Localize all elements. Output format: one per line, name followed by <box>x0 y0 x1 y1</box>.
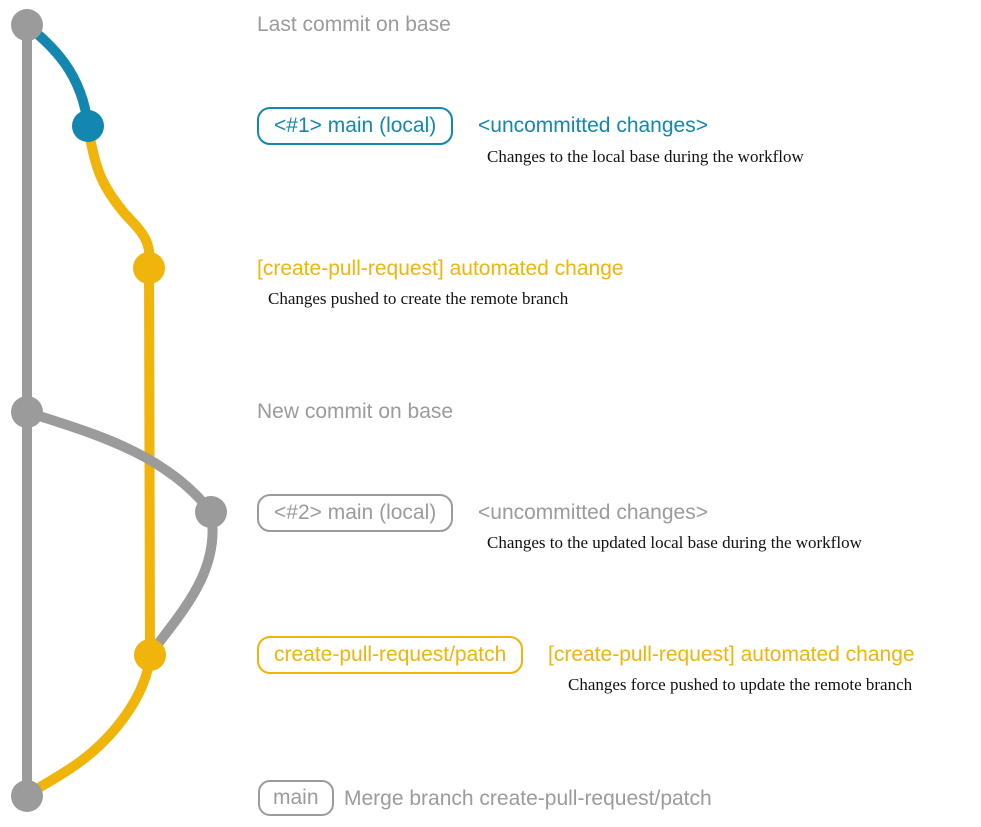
badge-main-local-1: <#1> main (local) <box>257 107 454 145</box>
commit-node-merge <box>11 780 43 812</box>
desc-push-1: Changes pushed to create the remote bran… <box>268 289 569 308</box>
merge-message: Merge branch create-pull-request/patch <box>344 787 712 810</box>
commit-node-local-1 <box>72 110 104 142</box>
commit-node-new-base <box>11 396 43 428</box>
desc-local-2: Changes to the updated local base during… <box>487 533 862 552</box>
commit-node-last-base <box>11 9 43 41</box>
desc-push-2: Changes force pushed to update the remot… <box>568 675 913 694</box>
status-uncommitted-2: <uncommitted changes> <box>478 501 708 524</box>
caption-new-commit: New commit on base <box>257 400 454 423</box>
base-update-curve <box>22 407 218 657</box>
status-uncommitted-1: <uncommitted changes> <box>478 114 708 137</box>
push-branch-curve <box>83 121 155 273</box>
badge-main-local-2: <#2> main (local) <box>257 494 454 532</box>
commit-node-local-2 <box>195 496 227 528</box>
local-changes-curve <box>22 20 93 131</box>
badge-cpr-patch: create-pull-request/patch <box>257 636 524 674</box>
heading-automated-change-2: [create-pull-request] automated change <box>548 643 915 666</box>
merge-curve <box>22 650 155 801</box>
commit-node-push-2 <box>134 639 166 671</box>
badge-main: main <box>258 780 334 816</box>
commit-node-push-1 <box>133 252 165 284</box>
desc-local-1: Changes to the local base during the wor… <box>487 147 804 166</box>
caption-last-commit: Last commit on base <box>257 13 451 36</box>
heading-automated-change-1: [create-pull-request] automated change <box>257 257 624 280</box>
